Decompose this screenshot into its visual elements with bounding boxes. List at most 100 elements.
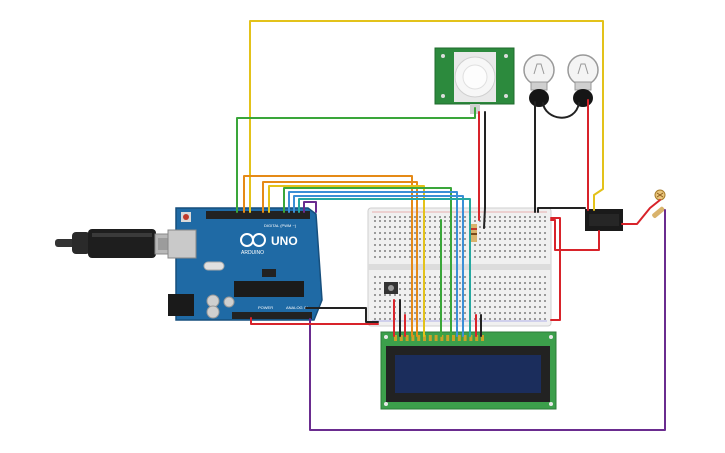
breadboard-hole bbox=[504, 232, 506, 234]
breadboard-hole bbox=[434, 300, 436, 302]
breadboard[interactable] bbox=[367, 207, 552, 327]
breadboard-hole bbox=[509, 216, 511, 218]
breadboard-hole bbox=[444, 306, 446, 308]
breadboard-hole bbox=[394, 276, 396, 278]
wire-green-lcd bbox=[283, 187, 452, 337]
breadboard-hole bbox=[524, 288, 526, 290]
breadboard-hole bbox=[379, 276, 381, 278]
breadboard-hole bbox=[414, 256, 416, 258]
breadboard-hole bbox=[374, 318, 376, 320]
breadboard-hole bbox=[409, 216, 411, 218]
breadboard-hole bbox=[544, 232, 546, 234]
breadboard-hole bbox=[459, 256, 461, 258]
breadboard-hole bbox=[494, 226, 496, 228]
pir-motion-sensor[interactable] bbox=[434, 47, 515, 114]
light-bulb-left[interactable] bbox=[523, 54, 555, 107]
breadboard-hole bbox=[484, 288, 486, 290]
breadboard-hole bbox=[504, 250, 506, 252]
lcd-16x2-display[interactable] bbox=[380, 331, 557, 410]
breadboard-hole bbox=[489, 226, 491, 228]
breadboard-hole bbox=[519, 220, 521, 222]
breadboard-hole bbox=[499, 220, 501, 222]
light-bulb-right[interactable] bbox=[567, 54, 599, 107]
breadboard-hole bbox=[489, 318, 491, 320]
breadboard-hole bbox=[529, 256, 531, 258]
lcd-pin bbox=[405, 335, 409, 341]
breadboard-hole bbox=[484, 238, 486, 240]
breadboard-hole bbox=[404, 282, 406, 284]
breadboard-hole bbox=[539, 282, 541, 284]
breadboard-hole bbox=[409, 226, 411, 228]
breadboard-hole bbox=[479, 294, 481, 296]
breadboard-hole bbox=[514, 238, 516, 240]
breadboard-hole bbox=[524, 318, 526, 320]
breadboard-hole bbox=[434, 294, 436, 296]
breadboard-hole bbox=[389, 216, 391, 218]
breadboard-hole bbox=[384, 256, 386, 258]
breadboard-hole bbox=[519, 318, 521, 320]
breadboard-hole bbox=[474, 312, 476, 314]
breadboard-hole bbox=[409, 294, 411, 296]
breadboard-hole bbox=[414, 238, 416, 240]
breadboard-hole bbox=[489, 220, 491, 222]
breadboard-hole bbox=[379, 232, 381, 234]
resistor[interactable] bbox=[651, 206, 665, 219]
breadboard-hole bbox=[539, 226, 541, 228]
breadboard-hole bbox=[404, 294, 406, 296]
breadboard-hole bbox=[499, 256, 501, 258]
usb-cable-icon[interactable] bbox=[55, 229, 184, 258]
breadboard-hole bbox=[519, 276, 521, 278]
photoresistor[interactable] bbox=[654, 189, 666, 201]
breadboard-hole bbox=[464, 232, 466, 234]
breadboard-hole bbox=[514, 294, 516, 296]
breadboard-hole bbox=[529, 238, 531, 240]
breadboard-hole bbox=[374, 312, 376, 314]
breadboard-hole bbox=[404, 238, 406, 240]
relay-module[interactable] bbox=[585, 209, 623, 231]
breadboard-hole bbox=[414, 216, 416, 218]
breadboard-hole bbox=[404, 300, 406, 302]
breadboard-hole bbox=[409, 282, 411, 284]
breadboard-hole bbox=[429, 276, 431, 278]
breadboard-hole bbox=[474, 300, 476, 302]
breadboard-hole bbox=[544, 244, 546, 246]
breadboard-hole bbox=[384, 238, 386, 240]
wire-black-bulb-link bbox=[542, 102, 580, 119]
breadboard-hole bbox=[384, 306, 386, 308]
breadboard-hole bbox=[474, 244, 476, 246]
lcd-pin bbox=[434, 335, 438, 341]
breadboard-hole bbox=[499, 312, 501, 314]
breadboard-hole bbox=[514, 288, 516, 290]
arduino-uno-board[interactable]: UNO ARDUINO DIGITAL (PWM ~) POWER ANALOG… bbox=[167, 207, 323, 321]
breadboard-hole bbox=[514, 220, 516, 222]
breadboard-hole bbox=[534, 282, 536, 284]
breadboard-hole bbox=[384, 232, 386, 234]
breadboard-hole bbox=[404, 250, 406, 252]
breadboard-hole bbox=[544, 282, 546, 284]
lcd-pin-header bbox=[394, 335, 484, 341]
breadboard-hole bbox=[494, 318, 496, 320]
breadboard-hole bbox=[544, 312, 546, 314]
breadboard-hole bbox=[409, 238, 411, 240]
wire-green-pir bbox=[236, 107, 476, 213]
breadboard-hole bbox=[539, 220, 541, 222]
breadboard-hole bbox=[529, 318, 531, 320]
wire-yellow-lcd bbox=[268, 185, 425, 337]
breadboard-hole bbox=[524, 226, 526, 228]
wire-blue-lcd-2 bbox=[293, 195, 464, 337]
breadboard-hole bbox=[384, 300, 386, 302]
breadboard-hole bbox=[464, 216, 466, 218]
breadboard-hole bbox=[374, 294, 376, 296]
breadboard-hole bbox=[529, 216, 531, 218]
breadboard-hole bbox=[539, 306, 541, 308]
breadboard-hole bbox=[404, 226, 406, 228]
breadboard-hole bbox=[519, 226, 521, 228]
breadboard-hole bbox=[514, 300, 516, 302]
breadboard-hole bbox=[379, 250, 381, 252]
breadboard-hole bbox=[529, 288, 531, 290]
breadboard-hole bbox=[464, 288, 466, 290]
breadboard-hole bbox=[489, 232, 491, 234]
breadboard-hole bbox=[484, 232, 486, 234]
breadboard-hole bbox=[499, 238, 501, 240]
